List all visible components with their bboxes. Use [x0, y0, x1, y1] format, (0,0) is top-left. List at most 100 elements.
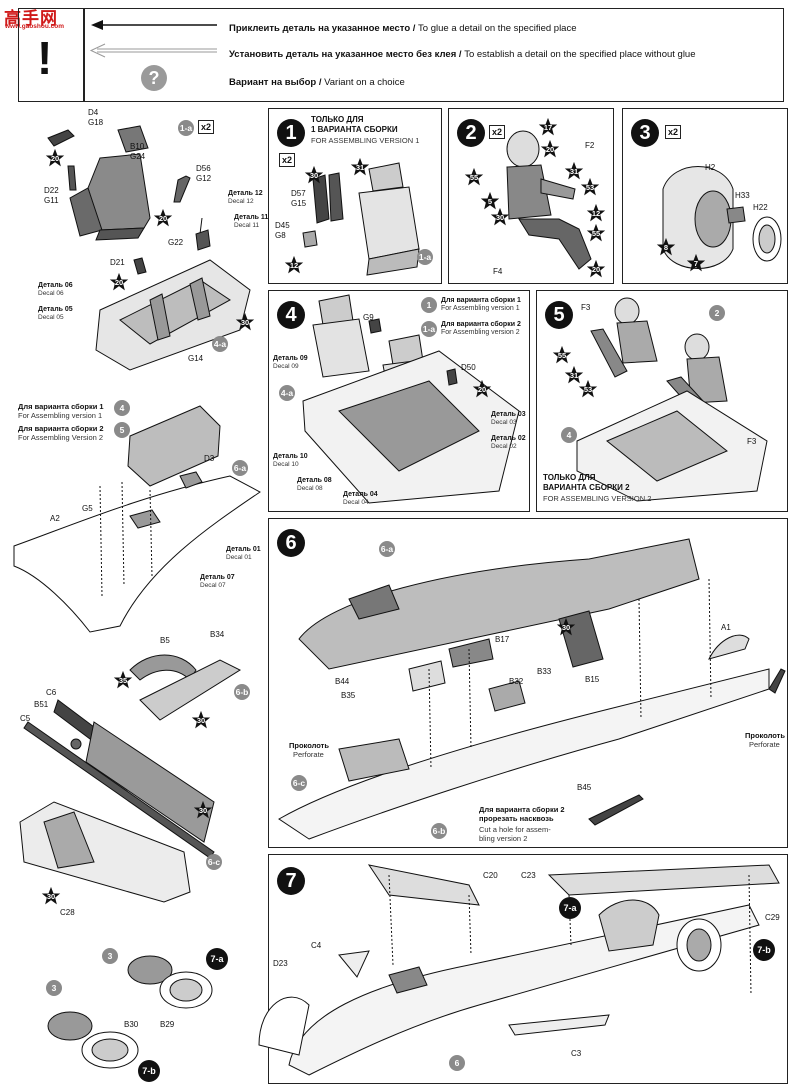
part-g14: G14 — [188, 354, 204, 363]
v1-note-en: For Assembling version 1 — [441, 305, 520, 312]
decal-04-en: Decal 04 — [343, 499, 369, 506]
part-b30: B30 — [124, 1020, 139, 1029]
step-5-box: 5 F3 F3 2 4 55 31 53 ТОЛЬКО ДЛЯ ВАРИАНТА… — [536, 290, 788, 512]
hole-note-en-1: Cut a hole for assem- — [479, 825, 551, 834]
subassembly-6b: B5 B34 35 30 6-b — [0, 630, 262, 730]
hole-note-en-2: bling version 2 — [479, 834, 528, 843]
star-glue-icon: 31 — [563, 365, 585, 385]
step-1-title-ru-2: 1 ВАРИАНТА СБОРКИ — [311, 125, 398, 134]
part-c3: C3 — [571, 1049, 582, 1058]
decal-09-en: Decal 09 — [273, 363, 299, 370]
ref-badge-7a: 7-a — [559, 897, 581, 919]
nozzle-drawing — [47, 955, 213, 1069]
part-d57: D57 — [291, 189, 306, 198]
part-a1: A1 — [721, 623, 731, 632]
subassembly-6c: C6 B51 C5 C28 30 30 6-c — [0, 682, 262, 917]
ref-circle-1a: 1-a — [421, 321, 437, 337]
exclamation-icon: ! — [37, 32, 53, 84]
arrow-icons — [89, 20, 217, 58]
part-g8: G8 — [275, 231, 286, 240]
ref-circle-1a: 1-a — [417, 249, 433, 265]
decal-08-ru: Деталь 08 — [297, 477, 332, 484]
step-1-number: 1 — [277, 119, 305, 147]
decal-01-ru: Деталь 01 — [226, 546, 261, 553]
legend-separator — [83, 9, 85, 101]
star-glue-icon: 55 — [463, 167, 485, 187]
step-2-box: 2 x2 F2 F4 17 20 31 53 55 5 30 12 55 20 — [448, 108, 614, 284]
ref-circle-4a: 4-a — [212, 336, 228, 352]
star-glue-icon: 12 — [585, 203, 607, 223]
decal-01-en: Decal 01 — [226, 554, 252, 561]
part-b5: B5 — [160, 636, 170, 645]
ref-circle-1: 1 — [421, 297, 437, 313]
multiplier-badge: x2 — [198, 120, 215, 134]
part-b15: B15 — [585, 675, 600, 684]
legend-box: ! ? Приклеить деталь на указанное место … — [18, 8, 784, 102]
step-4-box: 4 1 Для варианта сборки 1 For Assembling… — [268, 290, 530, 512]
hole-note-ru-2: прорезать насквозь — [479, 814, 554, 823]
star-glue-icon: 20 — [108, 272, 130, 292]
step-1-title-ru-1: ТОЛЬКО ДЛЯ — [311, 115, 364, 124]
multiplier-badge: x2 — [665, 125, 682, 139]
part-g18: G18 — [88, 118, 104, 127]
star-glue-icon: 20 — [471, 379, 493, 399]
step-1-box: 1 ТОЛЬКО ДЛЯ 1 ВАРИАНТА СБОРКИ FOR ASSEM… — [268, 108, 442, 284]
part-h22: H22 — [753, 203, 768, 212]
part-6c-drawing — [19, 699, 215, 903]
part-6b-drawing — [129, 654, 242, 721]
part-h33: H33 — [735, 191, 750, 200]
legend-variant-row: Вариант на выбор / Variant on a choice — [229, 77, 405, 88]
ref-circle-6: 6 — [449, 1055, 465, 1071]
ref-circle-4: 4 — [114, 400, 130, 416]
decal-02-ru: Деталь 02 — [491, 435, 526, 442]
ref-circle-6b: 6-b — [234, 684, 250, 700]
step-3-number: 3 — [631, 119, 659, 147]
decal-11-en: Decal 11 — [234, 222, 260, 229]
star-glue-icon: 30 — [40, 886, 62, 906]
nose-section-drawing — [13, 405, 261, 633]
perforate-ru-left: Проколоть — [289, 741, 329, 750]
part-c6: C6 — [46, 688, 57, 697]
decal-06-ru: Деталь 06 — [38, 282, 73, 289]
legend-noglue-row: Установить деталь на указанное место без… — [229, 49, 696, 60]
part-d21: D21 — [110, 258, 125, 267]
part-c23: C23 — [521, 871, 536, 880]
decal-04-ru: Деталь 04 — [343, 491, 378, 498]
step-2-number: 2 — [457, 119, 485, 147]
part-g9: G9 — [363, 313, 374, 322]
part-d45: D45 — [275, 221, 290, 230]
v1-note-ru: Для варианта сборки 1 — [441, 297, 521, 304]
ref-circle-4: 4 — [561, 427, 577, 443]
v2-note-ru: Для варианта сборки 2 — [18, 424, 104, 433]
star-glue-icon: 7 — [685, 253, 707, 273]
part-b17: B17 — [495, 635, 510, 644]
seat-variant1-drawing — [302, 162, 420, 276]
decal-10-en: Decal 10 — [273, 461, 299, 468]
part-b32: B32 — [509, 677, 524, 686]
logo-text: 高手网 — [4, 9, 58, 29]
multiplier-badge: x2 — [489, 125, 506, 139]
star-glue-icon: 30 — [303, 165, 325, 185]
part-g12: G12 — [196, 174, 212, 183]
step-5-title-ru-1: ТОЛЬКО ДЛЯ — [543, 473, 596, 482]
star-glue-icon: 5 — [479, 191, 501, 211]
decal-07-ru: Деталь 07 — [200, 574, 235, 581]
part-c4: C4 — [311, 941, 322, 950]
aircraft-final-drawing — [258, 864, 780, 1076]
ejection-seat-drawing — [47, 125, 211, 251]
part-d22: D22 — [44, 186, 59, 195]
ref-badge-7b: 7-b — [753, 939, 775, 961]
part-d23: D23 — [273, 959, 288, 968]
subassembly-7a-7b: 3 3 B29 B30 7-a 7-b — [0, 940, 262, 1090]
part-g22: G22 — [168, 238, 184, 247]
part-f4: F4 — [493, 267, 503, 276]
step-6-box: 6 6-a 6-c 6-b A1 B17 B44 B35 B32 B33 B15… — [268, 518, 788, 848]
star-glue-icon: 30 — [489, 207, 511, 227]
star-glue-icon: 20 — [152, 208, 174, 228]
part-c29: C29 — [765, 913, 780, 922]
part-c20: C20 — [483, 871, 498, 880]
decal-08-en: Decal 08 — [297, 485, 323, 492]
star-glue-icon: 8 — [655, 237, 677, 257]
decal-07-en: Decal 07 — [200, 582, 226, 589]
decal-02-en: Decal 02 — [491, 443, 517, 450]
